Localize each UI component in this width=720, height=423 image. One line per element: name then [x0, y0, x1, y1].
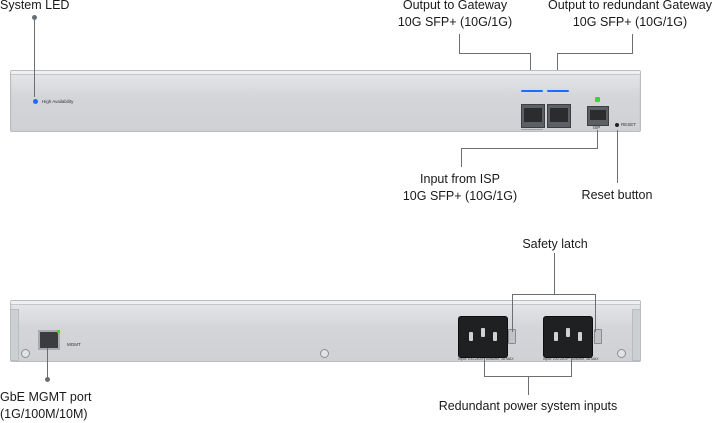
redundant-power-callout-text: Redundant power system inputs	[438, 399, 618, 413]
output-redundant-leader-h	[557, 53, 633, 54]
mgmt-callout-line2: (1G/100M/10M)	[0, 407, 88, 421]
mgmt-link-led	[57, 330, 60, 333]
mgmt-leader-dot	[45, 377, 50, 382]
power-rating-1: Input: 100-240V~ 50/60Hz, 3A MAX	[458, 357, 514, 361]
screw-icon	[617, 349, 626, 358]
isp-port-label: ISP	[593, 125, 601, 130]
system-led-callout: System LED	[0, 0, 69, 14]
safety-latch-callout-text: Safety latch	[522, 237, 588, 251]
output-gateway-callout: Output to Gateway 10G SFP+ (10G/1G)	[385, 0, 525, 31]
mgmt-port-label: MGMT	[67, 342, 81, 347]
output-redundant-line2: 10G SFP+ (10G/1G)	[572, 15, 688, 29]
power-pin	[554, 332, 558, 341]
input-isp-line2: 10G SFP+ (10G/1G)	[402, 189, 518, 203]
system-led-indicator	[33, 99, 38, 104]
reset-label: RESET	[621, 122, 637, 127]
power-rating-2: Input: 100-240V~ 50/60Hz, 3A MAX	[543, 357, 599, 361]
safety-latch-leader-h	[512, 294, 596, 295]
system-led-callout-text: System LED	[0, 0, 70, 12]
system-led-label: High Availability	[42, 99, 74, 104]
safety-latch-callout: Safety latch	[505, 236, 605, 253]
rear-ear-left	[10, 309, 19, 361]
front-panel: High Availability ISP RESET	[10, 70, 641, 132]
sfp-led-redundant	[547, 90, 569, 92]
sfp-port-isp[interactable]	[587, 106, 609, 126]
reset-callout: Reset button	[570, 187, 664, 204]
mgmt-callout: GbE MGMT port (1G/100M/10M)	[0, 389, 91, 423]
output-gateway-leader-h	[459, 53, 531, 54]
isp-status-led	[595, 97, 600, 102]
mgmt-port[interactable]	[38, 330, 60, 350]
power-pin	[566, 328, 570, 337]
output-gateway-leader-v2	[530, 53, 531, 70]
sfp-led-gateway	[521, 90, 543, 92]
power-pin	[481, 328, 485, 337]
rear-ear-right	[632, 309, 641, 361]
screw-icon	[21, 349, 30, 358]
rear-panel: MGMT Input: 100-240V~ 50/60Hz, 3A MAX In…	[10, 300, 641, 362]
power-leader-v1	[484, 358, 485, 377]
power-pin	[493, 332, 497, 341]
sfp-tab-gateway	[521, 129, 543, 130]
system-led-leader	[34, 17, 35, 97]
reset-leader	[617, 130, 618, 183]
input-isp-callout: Input from ISP 10G SFP+ (10G/1G)	[390, 171, 530, 205]
redundant-power-callout: Redundant power system inputs	[418, 398, 638, 415]
output-gateway-line1: Output to Gateway	[402, 0, 508, 12]
power-inlet-1[interactable]	[458, 316, 508, 358]
safety-latch-leader-v2	[595, 294, 596, 332]
output-gateway-leader-v1	[459, 34, 460, 54]
power-leader-v2	[571, 358, 572, 377]
sfp-port-gateway[interactable]	[521, 104, 545, 128]
output-redundant-leader-v1	[632, 34, 633, 54]
output-gateway-line2: 10G SFP+ (10G/1G)	[397, 15, 513, 29]
output-redundant-callout: Output to redundant Gateway 10G SFP+ (10…	[540, 0, 720, 31]
screw-icon	[320, 349, 329, 358]
rear-panel-top-edge	[11, 301, 640, 305]
output-redundant-line1: Output to redundant Gateway	[548, 0, 712, 12]
output-redundant-leader-v2	[557, 53, 558, 70]
power-pin	[469, 332, 473, 341]
safety-latch-2[interactable]	[594, 329, 602, 344]
sfp-port-redundant-gateway[interactable]	[547, 104, 571, 128]
power-leader-v3	[528, 376, 529, 395]
power-pin	[578, 332, 582, 341]
front-panel-top-edge	[11, 71, 640, 75]
mgmt-callout-line1: GbE MGMT port	[0, 390, 92, 404]
mgmt-leader	[47, 348, 48, 378]
input-isp-leader-v1	[597, 130, 598, 149]
safety-latch-leader-v0	[554, 253, 555, 295]
reset-button[interactable]	[615, 123, 619, 127]
reset-callout-text: Reset button	[581, 188, 653, 202]
input-isp-leader-v2	[461, 148, 462, 167]
safety-latch-leader-v1	[512, 294, 513, 332]
power-inlet-2[interactable]	[543, 316, 593, 358]
input-isp-line1: Input from ISP	[420, 172, 500, 186]
input-isp-leader-h	[461, 148, 598, 149]
